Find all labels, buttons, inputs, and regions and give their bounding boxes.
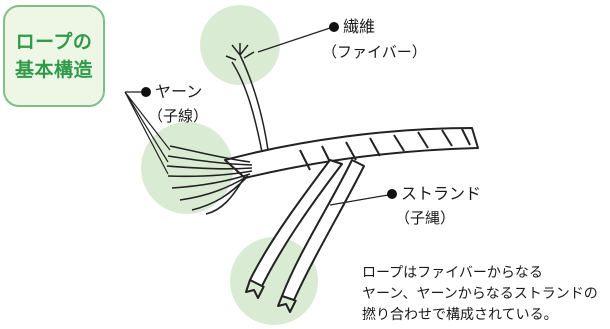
yarn-sublabel: （子線） — [148, 107, 209, 125]
caption-line-3: 撚り合わせで構成されている。 — [362, 307, 558, 323]
title-box: ロープの 基本構造 — [3, 5, 105, 107]
fiber-bundle-icon — [225, 43, 269, 153]
title-line-1: ロープの — [15, 31, 93, 53]
strand-highlight-circle — [230, 237, 318, 325]
yarn-bullet — [141, 87, 151, 97]
strand-bullet — [387, 189, 397, 199]
strand-sublabel: （子縄） — [395, 209, 456, 227]
yarn-label: ヤーン — [155, 82, 203, 101]
fiber-bullet — [329, 22, 339, 32]
yarn-bundle-icon — [166, 145, 253, 215]
strand-label: ストランド — [401, 184, 482, 203]
caption-line-1: ロープはファイバーからなる — [362, 265, 543, 281]
title-line-2: 基本構造 — [14, 59, 93, 81]
strand-icon — [245, 159, 365, 313]
caption: ロープはファイバーからなる ヤーン、ヤーンからなるストランドの 撚り合わせで構成… — [362, 263, 598, 326]
leader-lines — [124, 27, 389, 206]
caption-line-2: ヤーン、ヤーンからなるストランドの — [362, 286, 598, 302]
fiber-label: 繊維 — [343, 17, 376, 36]
fiber-sublabel: （ファイバー） — [322, 43, 427, 61]
